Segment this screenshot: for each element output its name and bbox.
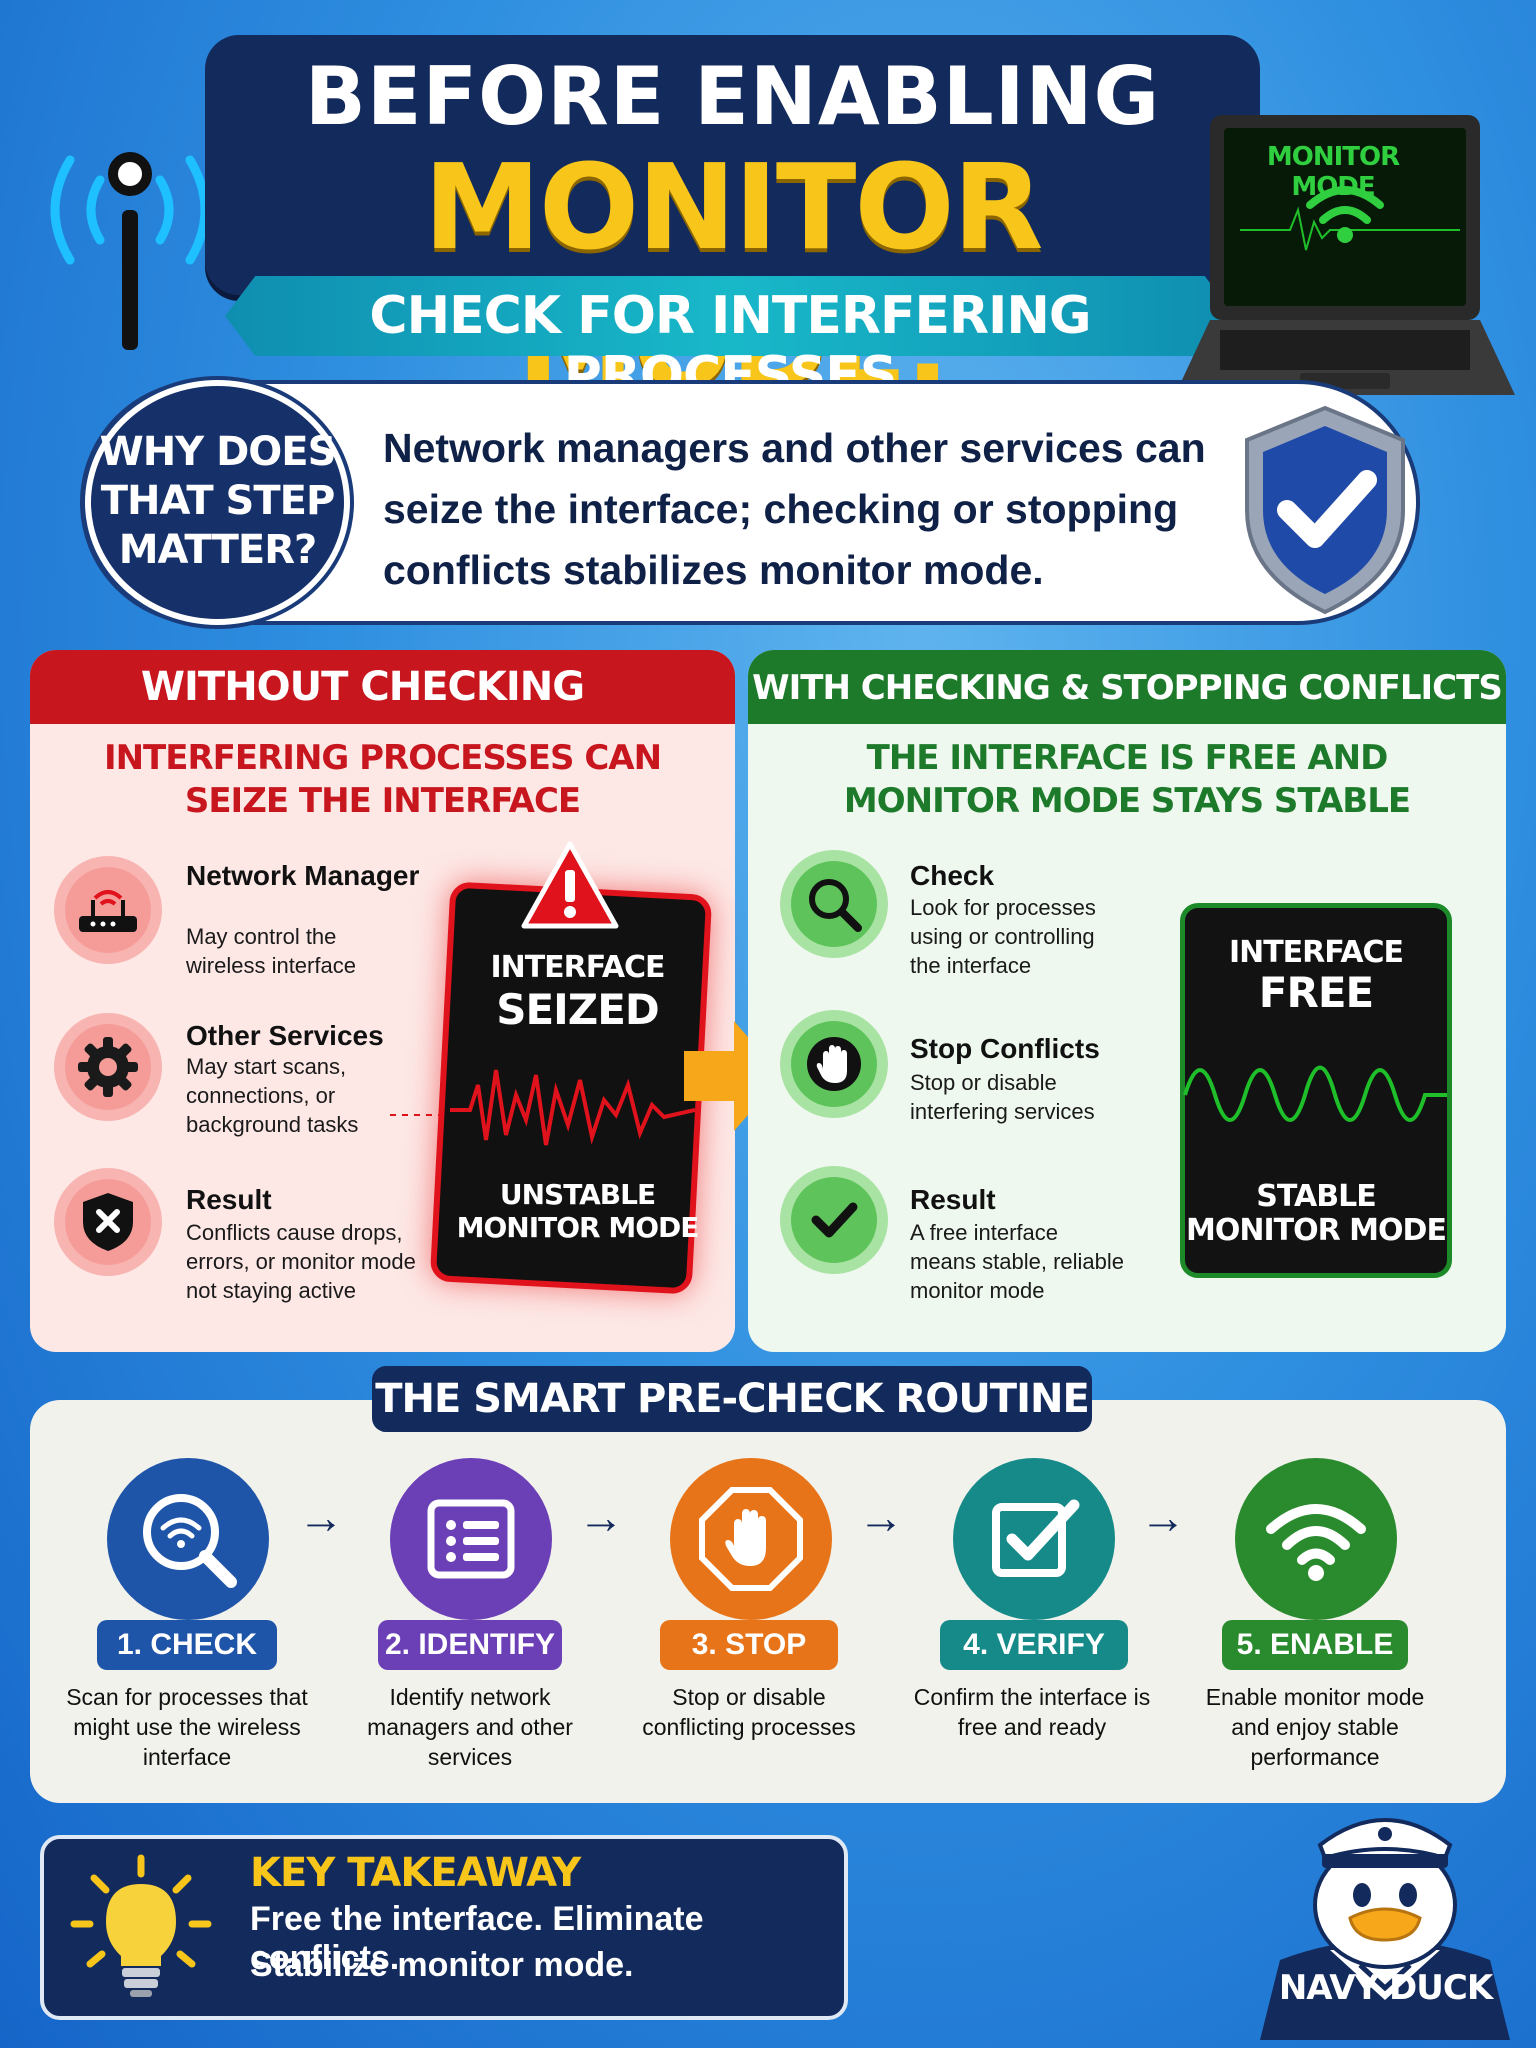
why-badge — [85, 380, 350, 625]
with-checking-subtitle: THE INTERFACE IS FREE AND MONITOR MODE S… — [748, 737, 1506, 823]
stable-monitor-mode-label: STABLE MONITOR MODE — [1186, 1179, 1447, 1248]
shield-check-icon — [1245, 405, 1405, 615]
router-icon — [54, 856, 162, 964]
step-arrow-icon: → — [578, 1491, 624, 1543]
with-item-desc: Look for processes using or controlling … — [910, 895, 1096, 978]
without-checking-subtitle: INTERFERING PROCESSES CAN SEIZE THE INTE… — [30, 737, 735, 823]
seized-label-1: INTERFACE — [490, 950, 665, 985]
stable-signal — [1183, 1065, 1447, 1122]
with-item-desc: Stop or disable interfering services — [910, 1070, 1095, 1124]
step-arrow-icon: → — [1140, 1491, 1186, 1543]
navy-duck-mascot-icon — [1260, 1818, 1510, 2040]
step-5-desc: Enable monitor mode and enjoy stable per… — [1205, 1684, 1425, 1770]
free-label-1: INTERFACE — [1228, 935, 1404, 970]
step-arrow-icon: → — [858, 1491, 904, 1543]
antenna-icon — [50, 152, 210, 350]
without-item-desc: May start scans, connections, or backgro… — [186, 1054, 359, 1137]
header-banner — [205, 35, 1260, 295]
interface-free-monitor — [1180, 903, 1452, 1278]
step-1-label: 1. CHECK — [97, 1620, 277, 1670]
with-checking-title: WITH CHECKING & STOPPING CONFLICTS — [752, 668, 1503, 708]
without-checking-header-bar — [30, 650, 735, 724]
with-item-title: Stop Conflicts — [910, 1033, 1100, 1064]
shield-x-icon — [54, 1168, 162, 1276]
laptop-screen-label: MONITOR MODE — [1266, 142, 1400, 202]
seized-label-2: SEIZED — [496, 985, 660, 1034]
routine-title: THE SMART PRE-CHECK ROUTINE — [375, 1376, 1090, 1422]
stop-hand-icon — [670, 1458, 832, 1620]
with-sub-line-2: MONITOR MODE STAYS STABLE — [843, 781, 1411, 821]
step-3-label: 3. STOP — [660, 1620, 838, 1670]
list-icon — [390, 1458, 552, 1620]
navy-duck-label: NAVY DUCK — [1278, 1968, 1493, 2008]
without-checking-title: WITHOUT CHECKING — [140, 664, 585, 710]
with-sub-line-1: THE INTERFACE IS FREE AND — [866, 738, 1389, 778]
wifi-search-icon — [107, 1458, 269, 1620]
step-2-label: 2. IDENTIFY — [378, 1620, 562, 1670]
routine-title-tab — [372, 1366, 1092, 1432]
with-item-title: Result — [910, 1184, 996, 1215]
without-sub-line-1: INTERFERING PROCESSES CAN — [103, 738, 662, 778]
hand-stop-icon — [780, 1010, 888, 1118]
without-item-title: Result — [186, 1184, 272, 1215]
without-item-desc: Conflicts cause drops, errors, or monito… — [186, 1220, 416, 1303]
gear-icon — [54, 1013, 162, 1121]
without-item-title: Network Manager — [186, 860, 420, 891]
why-title: WHY DOES THAT STEP MATTER? — [99, 429, 337, 573]
step-3-desc: Stop or disable conflicting processes — [642, 1684, 856, 1740]
without-sub-line-2: SEIZE THE INTERFACE — [184, 781, 581, 821]
lightbulb-icon — [70, 1854, 212, 1997]
step-4-desc: Confirm the interface is free and ready — [913, 1684, 1151, 1740]
without-item-desc: May control the wireless interface — [186, 924, 356, 978]
key-takeaway-line-2: Stabilize monitor mode. — [250, 1946, 634, 1984]
with-item-title: Check — [910, 860, 995, 891]
checkbox-icon — [953, 1458, 1115, 1620]
unstable-monitor-mode-label: UNSTABLE MONITOR MODE — [456, 1178, 700, 1244]
step-1-desc: Scan for processes that might use the wi… — [66, 1684, 308, 1770]
key-takeaway-line-1: Free the interface. Eliminate conflicts. — [250, 1900, 704, 1977]
step-4-label: 4. VERIFY — [940, 1620, 1128, 1670]
title-line-1: BEFORE ENABLING — [304, 50, 1161, 143]
without-item-title: Other Services — [186, 1020, 384, 1051]
why-body: Network managers and other services can … — [383, 425, 1206, 593]
step-2-desc: Identify network managers and other serv… — [367, 1684, 573, 1770]
with-item-desc: A free interface means stable, reliable … — [910, 1220, 1125, 1303]
with-checking-header-bar — [748, 650, 1506, 724]
subtitle-ribbon — [225, 276, 1235, 356]
magnifier-icon — [780, 850, 888, 958]
step-5-label: 5. ENABLE — [1222, 1620, 1408, 1670]
warning-triangle-icon — [521, 841, 619, 929]
key-takeaway-title: KEY TAKEAWAY — [250, 1850, 581, 1896]
checkmark-icon — [780, 1166, 888, 1274]
step-arrow-icon: → — [298, 1491, 344, 1543]
laptop-icon — [1180, 115, 1515, 395]
wifi-icon — [1235, 1458, 1397, 1620]
unstable-signal — [450, 1069, 695, 1146]
free-label-2: FREE — [1258, 968, 1374, 1017]
